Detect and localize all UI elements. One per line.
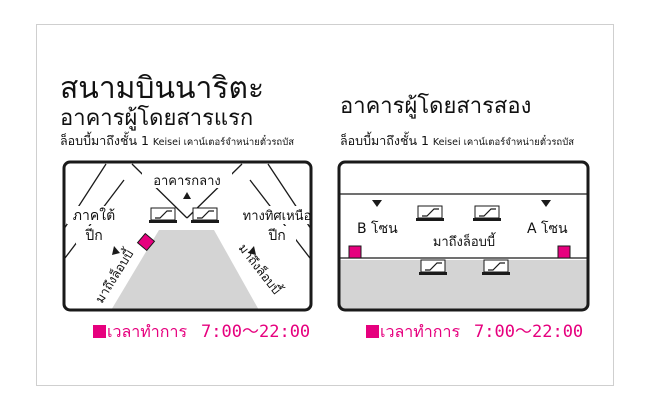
escalator-icon: [482, 259, 510, 275]
terminal1-subtitle-main: ล็อบบี้มาถึงชั้น 1: [60, 133, 149, 148]
terminal2-subtitle: ล็อบบี้มาถึงชั้น 1 Keisei เคาน์เตอร์จำหน…: [340, 133, 574, 151]
terminal1-map: อาคารกลาง ภาคใต้ ปีก ทางทิศเหนือ ปีก มาถ…: [62, 160, 313, 312]
terminal1-subtitle: ล็อบบี้มาถึงชั้น 1 Keisei เคาน์เตอร์จำหน…: [60, 133, 294, 151]
terminal1-north-wing-label: ทางทิศเหนือ: [243, 208, 312, 224]
escalator-icon: [419, 259, 447, 275]
terminal1-hours-label: เวลาทำการ: [107, 322, 188, 341]
counter-marker-icon: [557, 245, 571, 259]
terminal2-hours-label: เวลาทำการ: [380, 322, 461, 341]
counter-marker-icon: [366, 325, 379, 338]
terminal2-map: B โซน A โซน มาถึงล็อบบี้: [337, 160, 590, 312]
escalator-icon: [416, 205, 444, 221]
terminal1-outline: [62, 160, 313, 312]
terminal2-hours: เวลาทำการ 7:00〜22:00: [366, 322, 583, 342]
direction-arrow-icon: [541, 200, 551, 207]
terminal2-title: อาคารผู้โดยสารสอง: [340, 94, 532, 119]
terminal1-floor: [110, 230, 260, 310]
terminal1-central-label-bg: [142, 172, 232, 188]
terminal1-left-road-top: [131, 163, 188, 219]
terminal2-outline: [337, 160, 590, 312]
terminal1-hours-time: 7:00〜22:00: [201, 322, 311, 342]
airport-name: สนามบินนาริตะ: [60, 71, 265, 106]
escalator-icon: [149, 207, 177, 223]
direction-arrow-icon: [112, 246, 120, 255]
terminal2-arrival-label: มาถึงล็อบบี้: [433, 232, 497, 250]
terminal1-title: อาคารผู้โดยสารแรก: [60, 106, 254, 131]
terminal2-subtitle-small: Keisei เคาน์เตอร์จำหน่ายตั๋วรถบัส: [432, 137, 575, 148]
direction-arrow-icon: [183, 192, 191, 199]
terminal1-north-wing-suffix: ปีก: [268, 228, 286, 244]
escalator-icon: [191, 207, 219, 223]
terminal1-central-label: อาคารกลาง: [153, 174, 221, 189]
terminal2-subtitle-main: ล็อบบี้มาถึงชั้น 1: [340, 133, 429, 148]
terminal2-zone-b-label: B โซน: [357, 220, 398, 237]
terminal2-floor: [339, 260, 588, 310]
counter-marker-icon: [348, 245, 362, 259]
counter-marker-icon: [93, 325, 106, 338]
terminal1-south-wing-suffix: ปีก: [85, 228, 103, 244]
direction-arrow-icon: [372, 200, 382, 207]
terminal2-hours-time: 7:00〜22:00: [474, 322, 584, 342]
direction-arrow-icon: [248, 246, 256, 255]
counter-marker-icon: [136, 232, 156, 252]
terminal2-zone-a-label: A โซน: [527, 220, 568, 237]
terminal1-hours: เวลาทำการ 7:00〜22:00: [93, 322, 310, 342]
page-frame: [36, 24, 614, 386]
escalator-icon: [473, 205, 501, 221]
terminal1-subtitle-small: Keisei เคาน์เตอร์จำหน่ายตั๋วรถบัส: [152, 137, 295, 148]
terminal1-south-wing-label: ภาคใต้: [73, 207, 115, 224]
